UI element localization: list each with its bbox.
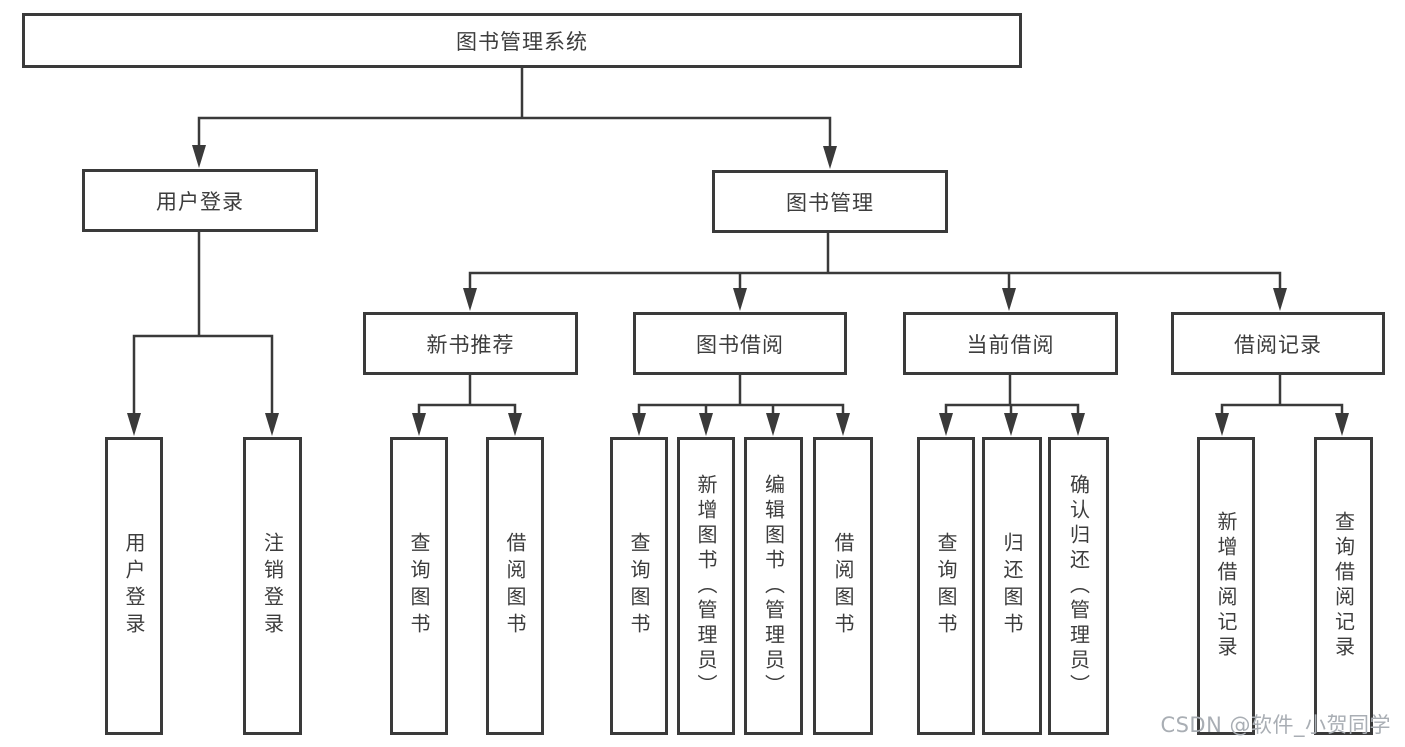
arrowhead-icon: [127, 413, 141, 436]
leaf-label: 查询借阅记录: [1331, 511, 1356, 661]
arrowhead-icon: [1002, 288, 1016, 311]
node-leaf-query-books-2: 查询图书: [610, 437, 668, 735]
arrowhead-icon: [823, 146, 837, 169]
arrowhead-icon: [463, 288, 477, 311]
node-leaf-user-login: 用户登录: [105, 437, 163, 735]
arrowhead-icon: [1273, 288, 1287, 311]
arrowhead-icon: [1335, 413, 1349, 436]
arrowhead-icon: [699, 413, 713, 436]
node-leaf-query-books-1: 查询图书: [390, 437, 448, 735]
node-leaf-query-books-3: 查询图书: [917, 437, 975, 735]
leaf-label: 注销登录: [260, 532, 285, 640]
node-leaf-add-book-admin: 新增图书（管理员）: [677, 437, 735, 735]
leaf-label: 新增图书（管理员）: [694, 473, 718, 699]
node-leaf-edit-book-admin: 编辑图书（管理员）: [744, 437, 803, 735]
node-root-library-system: 图书管理系统: [22, 13, 1022, 68]
arrowhead-icon: [1215, 413, 1229, 436]
node-leaf-borrow-books-2: 借阅图书: [813, 437, 873, 735]
arrowhead-icon: [766, 413, 780, 436]
node-leaf-borrow-books-1: 借阅图书: [486, 437, 544, 735]
arrowheads: [127, 145, 1349, 436]
node-leaf-add-borrow-record: 新增借阅记录: [1197, 437, 1255, 735]
arrowhead-icon: [1004, 413, 1018, 436]
leaf-label: 查询图书: [627, 532, 651, 640]
node-leaf-confirm-return-admin: 确认归还（管理员）: [1048, 437, 1109, 735]
arrowhead-icon: [192, 145, 206, 168]
edge-current-split: [944, 372, 1080, 420]
node-book-management-group: 图书管理: [712, 170, 948, 233]
leaf-label: 借阅图书: [503, 532, 527, 640]
arrowhead-icon: [265, 413, 279, 436]
leaf-label: 查询图书: [934, 532, 958, 640]
arrowhead-icon: [508, 413, 522, 436]
node-leaf-return-books: 归还图书: [982, 437, 1042, 735]
leaf-label: 借阅图书: [831, 532, 855, 640]
leaf-label: 查询图书: [407, 532, 431, 640]
leaf-label: 确认归还（管理员）: [1066, 473, 1091, 699]
leaf-label: 用户登录: [122, 532, 146, 640]
node-leaf-logout: 注销登录: [243, 437, 302, 735]
arrowhead-icon: [733, 288, 747, 311]
node-current-borrowing: 当前借阅: [903, 312, 1118, 375]
edge-record-split: [1220, 372, 1344, 420]
arrowhead-icon: [1071, 413, 1085, 436]
arrowhead-icon: [632, 413, 646, 436]
node-borrowing-records: 借阅记录: [1171, 312, 1385, 375]
csdn-watermark: CSDN @软件_小贺同学: [1160, 713, 1391, 737]
leaf-label: 编辑图书（管理员）: [761, 473, 786, 699]
arrowhead-icon: [836, 413, 850, 436]
node-new-book-recommend: 新书推荐: [363, 312, 578, 375]
leaf-label: 归还图书: [1000, 532, 1024, 640]
node-user-login-group: 用户登录: [82, 169, 318, 232]
arrowhead-icon: [939, 413, 953, 436]
node-book-borrowing: 图书借阅: [633, 312, 847, 375]
edge-login-split: [132, 229, 274, 420]
edge-newbook-split: [417, 372, 517, 420]
edge-root-split: [197, 65, 832, 151]
edge-borrow-split: [637, 372, 845, 420]
leaf-label: 新增借阅记录: [1214, 511, 1238, 661]
edge-bookmgmt-split: [468, 230, 1282, 296]
node-leaf-query-borrow-record: 查询借阅记录: [1314, 437, 1373, 735]
arrowhead-icon: [412, 413, 426, 436]
